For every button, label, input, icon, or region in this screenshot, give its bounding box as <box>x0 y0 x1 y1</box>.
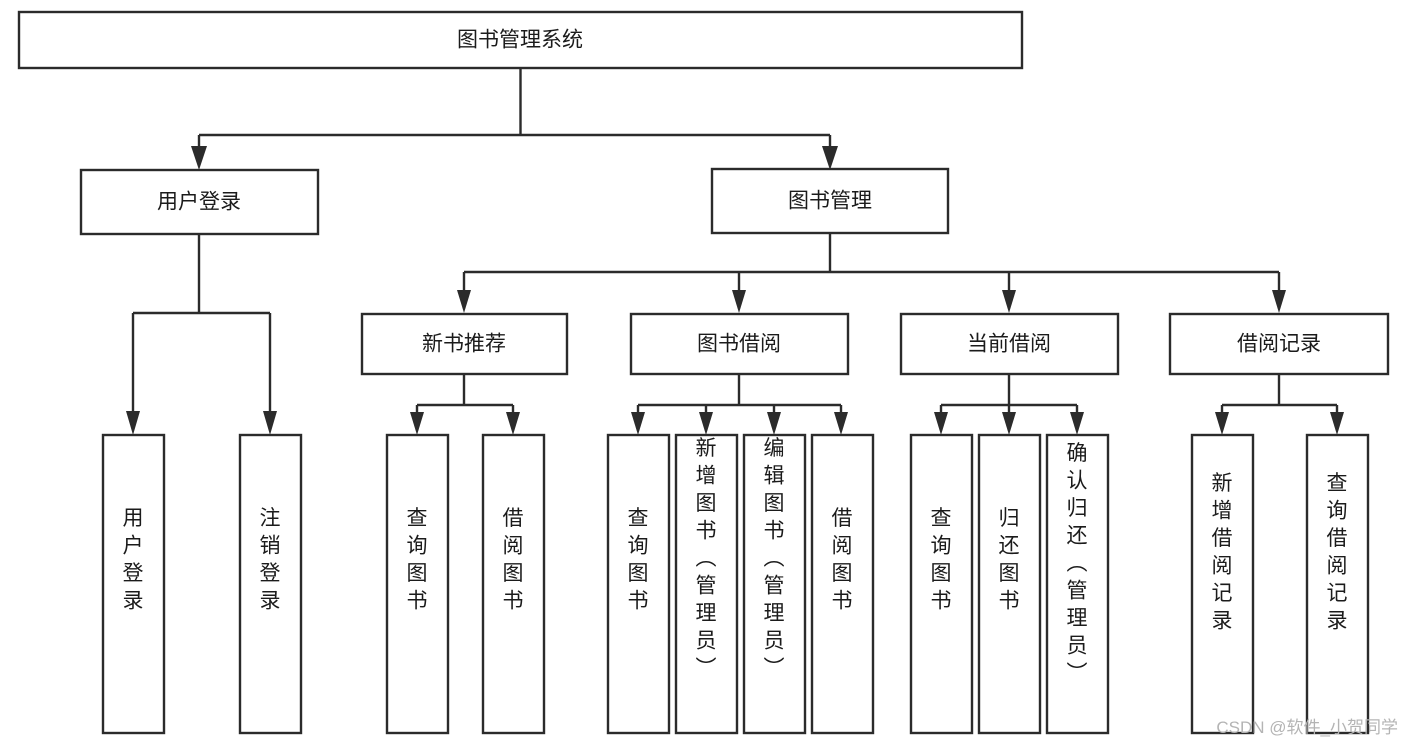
node-leaf-query-book-2-box[interactable] <box>606 433 671 735</box>
node-leaf-query-book-1[interactable]: 查询图书 <box>385 433 450 735</box>
node-leaf-user-login-label: 用户登录 <box>123 507 144 613</box>
arrow-head-leaf-borrow-book-2 <box>834 412 848 435</box>
node-leaf-borrow-book-2-label: 借阅图书 <box>832 507 853 613</box>
node-leaf-add-book-box[interactable] <box>674 433 739 735</box>
node-leaf-user-login[interactable]: 用户登录 <box>101 433 166 735</box>
node-leaf-query-book-1-label: 查询图书 <box>407 507 428 613</box>
node-leaf-query-book-1-box[interactable] <box>385 433 450 735</box>
node-new-book-rec-label: 新书推荐 <box>422 333 506 356</box>
connector-layer <box>126 68 1344 435</box>
node-leaf-add-record[interactable]: 新增借阅记录 <box>1190 433 1255 735</box>
node-leaf-edit-book-label: 编辑图书︵管理员︶ <box>764 437 785 680</box>
node-leaf-query-book-3[interactable]: 查询图书 <box>909 433 974 735</box>
arrow-head-leaf-borrow-book-1 <box>506 412 520 435</box>
node-book-manage-box[interactable] <box>710 167 950 235</box>
arrow-head-new-book-rec <box>457 290 471 313</box>
node-leaf-logout-login[interactable]: 注销登录 <box>238 433 303 735</box>
node-leaf-query-record-box[interactable] <box>1305 433 1370 735</box>
node-leaf-query-book-2-label: 查询图书 <box>628 507 649 613</box>
node-leaf-borrow-book-1-box[interactable] <box>481 433 546 735</box>
arrow-head-leaf-logout <box>263 411 277 435</box>
node-leaf-query-record-label: 查询借阅记录 <box>1327 472 1348 633</box>
arrow-head-leaf-add-book <box>699 412 713 435</box>
arrow-head-leaf-user-login <box>126 411 140 435</box>
node-leaf-borrow-book-2[interactable]: 借阅图书 <box>810 433 875 735</box>
node-leaf-edit-book[interactable]: 编辑图书︵管理员︶ <box>742 433 807 735</box>
node-leaf-logout-login-box[interactable] <box>238 433 303 735</box>
node-leaf-query-book-3-box[interactable] <box>909 433 974 735</box>
node-user-login[interactable]: 用户登录 <box>79 168 320 236</box>
node-root-box[interactable] <box>17 10 1024 70</box>
arrow-head-leaf-edit-book <box>767 412 781 435</box>
arrow-head-user-login <box>191 146 207 170</box>
node-leaf-confirm-return-label: 确认归还︵管理员︶ <box>1067 442 1088 685</box>
arrow-head-leaf-return-book <box>1002 412 1016 435</box>
arrow-head-leaf-add-record <box>1215 412 1229 435</box>
arrow-head-borrow-record <box>1272 290 1286 313</box>
csdn-watermark: CSDN @软件_小贺同学 <box>1216 718 1398 737</box>
node-book-borrow[interactable]: 图书借阅 <box>629 312 850 376</box>
node-borrow-record-label: 借阅记录 <box>1237 333 1321 356</box>
arrow-head-leaf-query-book-2 <box>631 412 645 435</box>
arrow-head-current-borrow <box>1002 290 1016 313</box>
node-leaf-edit-book-box[interactable] <box>742 433 807 735</box>
node-book-manage[interactable]: 图书管理 <box>710 167 950 235</box>
node-new-book-rec[interactable]: 新书推荐 <box>360 312 569 376</box>
arrow-head-book-manage <box>822 146 838 170</box>
node-user-login-box[interactable] <box>79 168 320 236</box>
arrow-head-leaf-query-book-1 <box>410 412 424 435</box>
node-current-borrow-label: 当前借阅 <box>967 333 1051 356</box>
node-book-manage-label: 图书管理 <box>788 190 872 213</box>
node-leaf-borrow-book-1-label: 借阅图书 <box>503 507 524 613</box>
node-leaf-borrow-book-2-box[interactable] <box>810 433 875 735</box>
node-root[interactable]: 图书管理系统 <box>17 10 1024 70</box>
node-current-borrow-box[interactable] <box>899 312 1120 376</box>
node-leaf-return-book-label: 归还图书 <box>999 507 1020 613</box>
node-borrow-record[interactable]: 借阅记录 <box>1168 312 1390 376</box>
node-leaf-query-book-2[interactable]: 查询图书 <box>606 433 671 735</box>
node-new-book-rec-box[interactable] <box>360 312 569 376</box>
arrow-head-leaf-confirm-return <box>1070 412 1084 435</box>
node-leaf-confirm-return-box[interactable] <box>1045 433 1110 735</box>
arrow-head-leaf-query-book-3 <box>934 412 948 435</box>
node-leaf-confirm-return[interactable]: 确认归还︵管理员︶ <box>1045 433 1110 735</box>
node-leaf-user-login-box[interactable] <box>101 433 166 735</box>
node-leaf-query-record[interactable]: 查询借阅记录 <box>1305 433 1370 735</box>
node-leaf-borrow-book-1[interactable]: 借阅图书 <box>481 433 546 735</box>
arrow-head-book-borrow <box>732 290 746 313</box>
node-leaf-return-book-box[interactable] <box>977 433 1042 735</box>
node-leaf-add-book[interactable]: 新增图书︵管理员︶ <box>674 433 739 735</box>
node-book-borrow-box[interactable] <box>629 312 850 376</box>
arrow-head-leaf-query-record <box>1330 412 1344 435</box>
node-current-borrow[interactable]: 当前借阅 <box>899 312 1120 376</box>
node-leaf-add-record-label: 新增借阅记录 <box>1212 472 1233 633</box>
node-leaf-query-book-3-label: 查询图书 <box>931 507 952 613</box>
node-root-label: 图书管理系统 <box>457 29 583 52</box>
node-user-login-label: 用户登录 <box>157 191 241 214</box>
node-borrow-record-box[interactable] <box>1168 312 1390 376</box>
node-leaf-add-book-label: 新增图书︵管理员︶ <box>696 437 717 680</box>
node-leaf-return-book[interactable]: 归还图书 <box>977 433 1042 735</box>
node-leaf-add-record-box[interactable] <box>1190 433 1255 735</box>
node-book-borrow-label: 图书借阅 <box>697 333 781 356</box>
node-leaf-logout-login-label: 注销登录 <box>260 507 281 613</box>
